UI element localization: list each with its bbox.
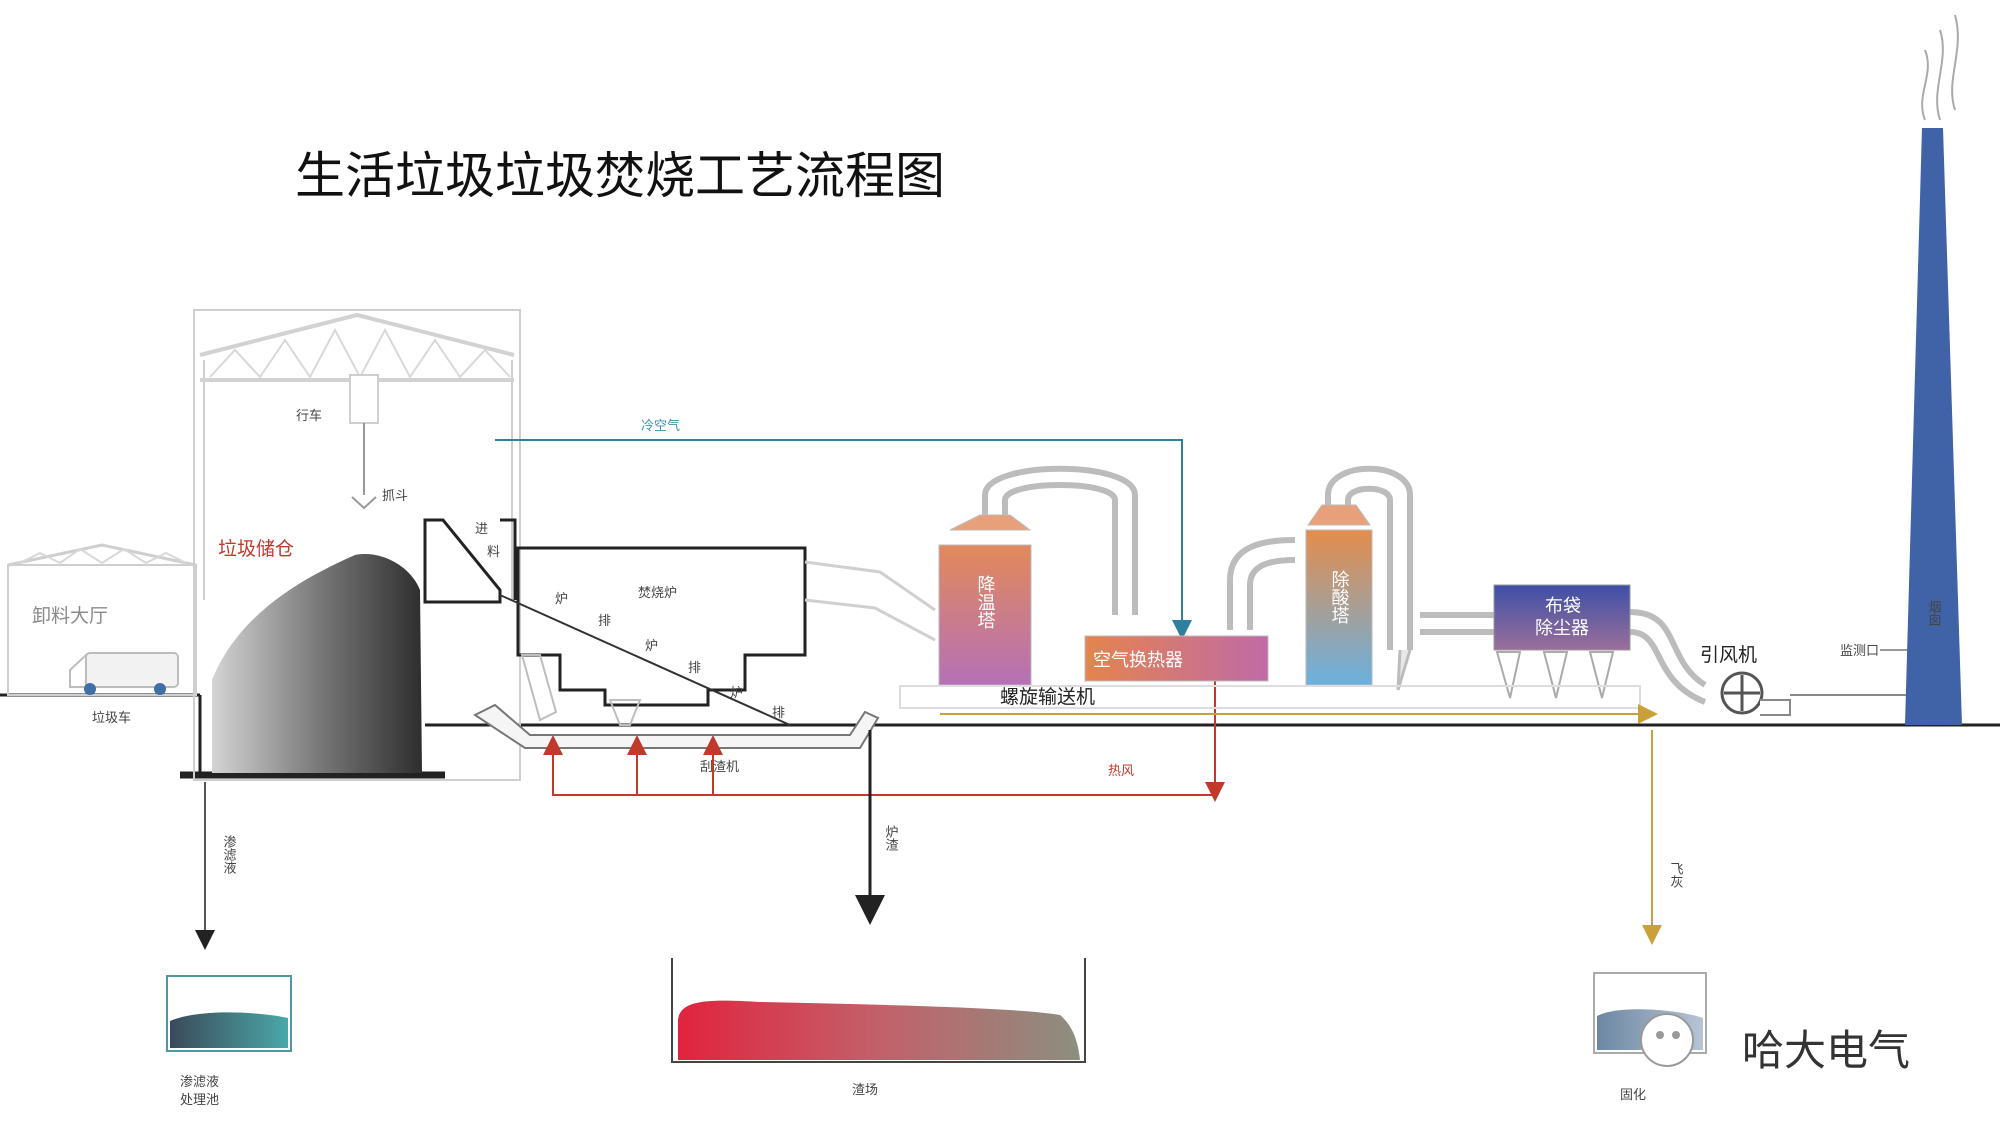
watermark-label: 哈大电气 [1742, 1026, 1910, 1075]
leachate-pool-label-1: 渗滤液 [180, 1075, 219, 1090]
chimney-label: 烟囱 [1926, 600, 1942, 626]
leachate-flow-label: 渗滤液 [221, 835, 237, 874]
garbage-truck-icon [69, 652, 179, 695]
slag-remover: 刮渣机 [473, 703, 880, 775]
bag-filter: 布袋 除尘器 [1493, 584, 1631, 699]
bunker-label: 垃圾储仓 [218, 538, 294, 560]
truck-label: 垃圾车 [92, 710, 131, 726]
feed-hopper: 进 料 [423, 518, 517, 604]
cold-air-label: 冷空气 [641, 418, 680, 434]
slag-flow: 炉渣 [855, 730, 899, 925]
induced-fan-label: 引风机 [1700, 644, 1757, 666]
sampling-port-label: 监测口 [1840, 644, 1879, 659]
slag-yard: 渣场 [671, 958, 1086, 1098]
slag-flow-label: 炉渣 [883, 825, 899, 852]
leachate-flow: 渗滤液 [195, 782, 237, 950]
hot-air-line: 热风 [543, 650, 1225, 802]
leachate-pool-label-2: 处理池 [180, 1093, 219, 1108]
watermark: 哈大电气 [1640, 1013, 1910, 1075]
grab-label: 抓斗 [382, 489, 408, 504]
deacid-tower: 除酸塔 [1305, 504, 1373, 686]
leachate-pool: 渗滤液 处理池 [166, 975, 292, 1108]
induced-fan-icon: 引风机 [1700, 644, 1791, 716]
crane: 行车 [296, 374, 379, 495]
waste-bunker: 垃圾储仓 [212, 538, 422, 773]
crane-label: 行车 [296, 408, 322, 424]
gas-pipes [982, 465, 1707, 705]
cooling-tower: 降温塔 [938, 514, 1032, 686]
unloading-hall-label: 卸料大厅 [32, 605, 108, 627]
slag-yard-label: 渣场 [852, 1083, 878, 1098]
slag-remover-label: 刮渣机 [700, 760, 739, 775]
cold-air-line: 冷空气 [495, 418, 1192, 640]
conveyor-label: 螺旋输送机 [1000, 686, 1095, 708]
grab-icon: 抓斗 [351, 489, 408, 510]
grate-label-5: 炉 [730, 686, 743, 701]
cooling-tower-label: 降温塔 [975, 575, 996, 629]
grate-label-2: 排 [598, 614, 611, 629]
screw-conveyor: 螺旋输送机 [899, 685, 1658, 724]
hot-air-label: 热风 [1108, 764, 1134, 779]
chimney: 烟囱 [1905, 14, 1962, 725]
flyash-flow: 飞灰 [1642, 730, 1684, 945]
flue-duct [804, 560, 936, 642]
sampling-port: 监测口 [1840, 644, 1908, 659]
grate-label-6: 排 [772, 706, 785, 721]
bag-filter-label-1: 布袋 [1545, 596, 1581, 617]
deacid-tower-label: 除酸塔 [1329, 570, 1350, 624]
grate-label-4: 排 [688, 661, 701, 676]
air-heat-exchanger: 空气换热器 [1084, 635, 1269, 682]
grate-label-1: 炉 [555, 592, 568, 607]
incinerator: 焚烧炉 炉 排 炉 排 炉 排 [499, 546, 807, 726]
feeder-label-1: 进 [475, 522, 488, 537]
bag-filter-label-2: 除尘器 [1535, 618, 1589, 639]
unloading-hall: 卸料大厅 [7, 543, 197, 696]
feeder-label-2: 料 [487, 545, 500, 560]
solidify-label: 固化 [1620, 1088, 1646, 1103]
flyash-flow-label: 飞灰 [1668, 862, 1684, 888]
furnace-label: 焚烧炉 [638, 586, 677, 601]
grate-label-3: 炉 [645, 639, 658, 654]
air-heat-exchanger-label: 空气换热器 [1093, 650, 1183, 671]
diagram-title: 生活垃圾垃圾焚烧工艺流程图 [295, 147, 945, 205]
